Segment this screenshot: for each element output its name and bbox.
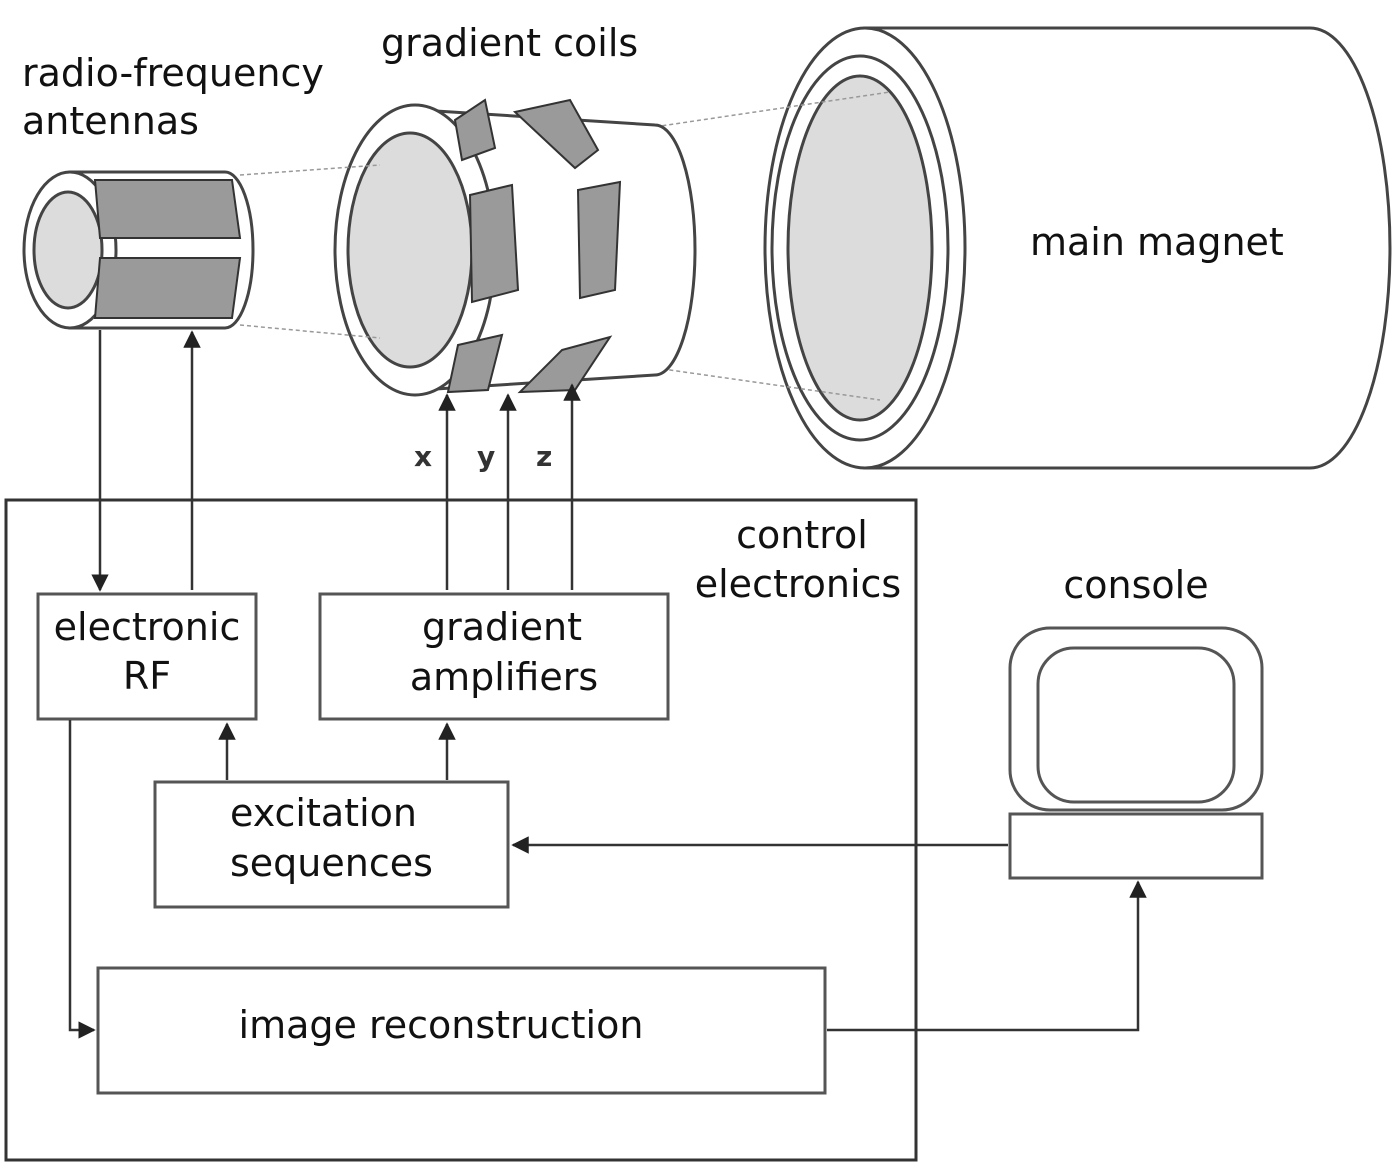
gradient-coils-label: gradient coils <box>381 21 638 65</box>
main-magnet-label: main magnet <box>1030 220 1284 264</box>
control-electronics-frame <box>4 498 918 1162</box>
console-label: console <box>1063 563 1208 607</box>
image-reconstruction-label: image reconstruction <box>239 1003 644 1047</box>
gradient-amplifiers-box <box>318 592 670 721</box>
gradient-amplifiers-label-line1: gradient <box>422 605 582 649</box>
rf-antennas-label-line1: radio-frequency <box>22 51 324 95</box>
excitation-sequences-box <box>153 780 510 909</box>
rf-antennas-label-line2: antennas <box>22 99 199 143</box>
main-magnet <box>599 26 1392 470</box>
rf-antennas <box>22 170 255 330</box>
control-electronics-label-line2: electronics <box>695 562 901 606</box>
gradient-coils <box>239 98 697 397</box>
excitation-sequences-label-line1: excitation <box>230 791 417 835</box>
electronic-rf-label-line1: electronic <box>54 605 241 649</box>
electronic-rf-box <box>36 592 258 721</box>
axis-x-label: x <box>414 440 432 473</box>
gradient-amplifiers-label-line2: amplifiers <box>410 655 598 699</box>
arrow-rf-to-reconstruction <box>68 720 96 1039</box>
arrow-reconstruction-to-console <box>827 880 1147 1032</box>
control-electronics-label-line1: control <box>736 513 868 557</box>
electronic-rf-label-line2: RF <box>123 654 171 698</box>
excitation-sequences-label-line2: sequences <box>230 841 433 885</box>
axis-z-label: z <box>536 440 552 473</box>
console-computer <box>1008 626 1264 880</box>
image-reconstruction-box <box>96 966 827 1095</box>
axis-y-label: y <box>477 440 495 473</box>
